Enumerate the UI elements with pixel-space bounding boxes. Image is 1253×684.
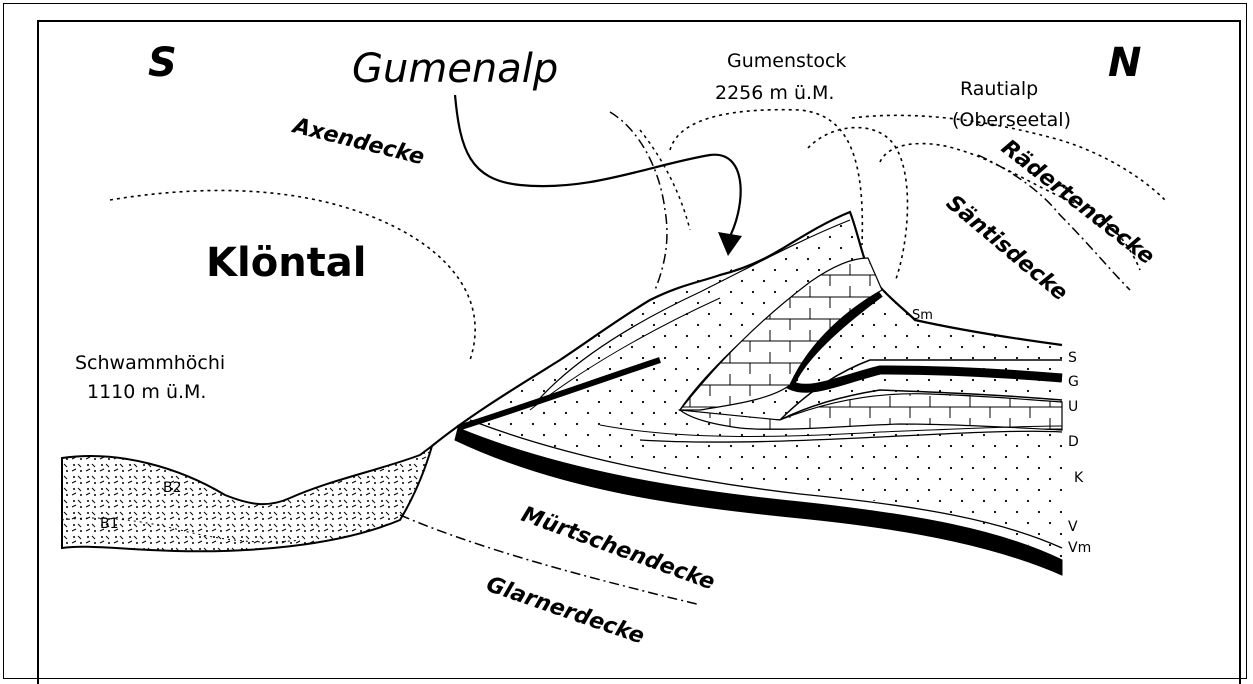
layer-label-vm: Vm [1068, 540, 1091, 556]
gumenstock-name: Gumenstock [727, 50, 846, 72]
saentisdecke-label: Säntisdecke [941, 190, 1072, 306]
axendecke-label: Axendecke [289, 113, 427, 170]
schwammhoechi-name: Schwammhöchi [75, 352, 225, 374]
layer-label-v: V [1068, 519, 1078, 535]
arrow-head [718, 232, 742, 256]
layer-label-g: G [1068, 374, 1079, 390]
gumenalp-label: Gumenalp [352, 46, 558, 92]
rautialp-name: Rautialp [960, 78, 1038, 100]
glarnerdecke-label: Glarnerdecke [483, 572, 647, 649]
layer-label-k: K [1074, 470, 1084, 486]
layer-label-sm: Sm [912, 308, 933, 323]
schwammhoechi-height: 1110 m ü.M. [87, 381, 206, 403]
rautialp-sub: (Oberseetal) [952, 109, 1071, 131]
south-label: S [148, 40, 177, 86]
layer-label-d: D [1068, 434, 1079, 450]
north-label: N [1108, 40, 1141, 86]
layer-label-s: S [1068, 350, 1077, 366]
deposit-label-b1: B1 [100, 516, 119, 532]
kloental-label: Klöntal [206, 240, 367, 286]
deposit-label-b2: B2 [163, 480, 182, 496]
layer-label-u: U [1068, 399, 1078, 415]
gumenstock-height: 2256 m ü.M. [715, 82, 834, 104]
muertschendecke-label: Mürtschendecke [518, 502, 718, 595]
deposit-area [62, 446, 432, 551]
gumenalp-arrow [455, 95, 741, 240]
